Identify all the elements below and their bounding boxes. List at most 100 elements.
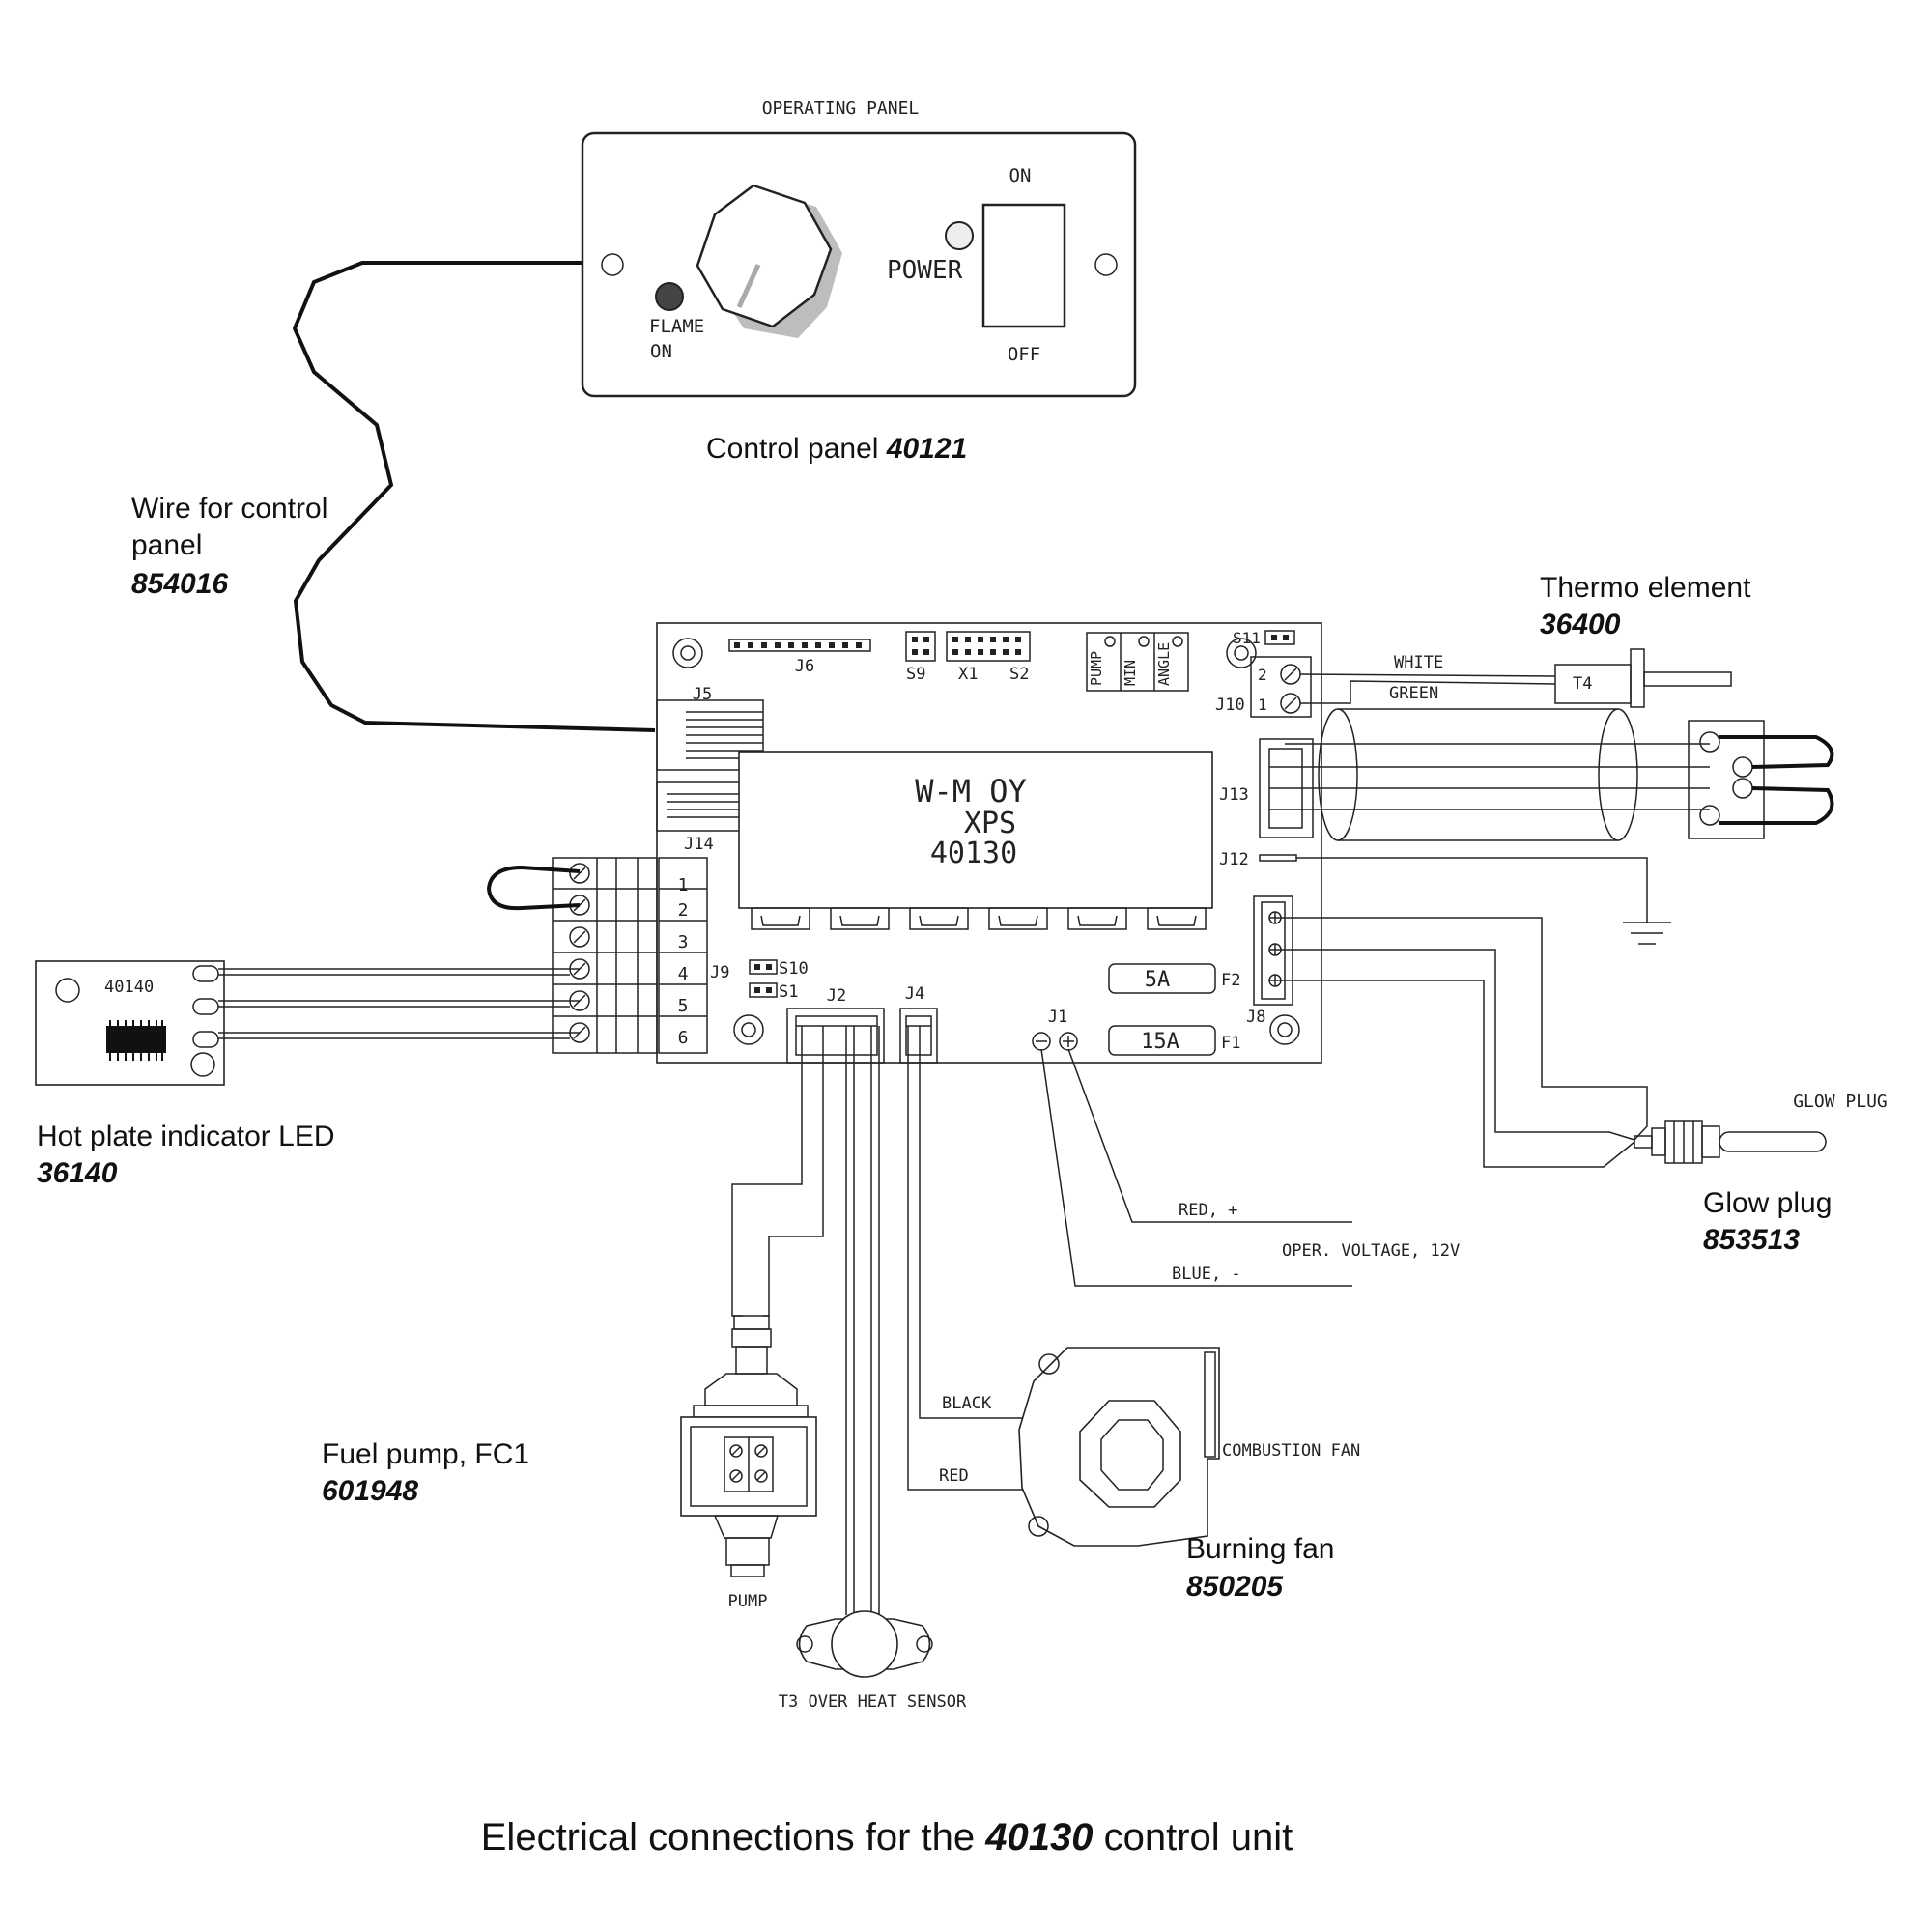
flame-on-label: ON bbox=[650, 341, 672, 362]
j9-terminal-1: 1 bbox=[678, 875, 689, 895]
fuse-f2[interactable] bbox=[1108, 963, 1216, 994]
min-trimmer[interactable] bbox=[1138, 636, 1150, 647]
j8-connector bbox=[1253, 895, 1293, 1006]
mount-hole-icon bbox=[55, 978, 80, 1003]
fuel-pump-caption: Fuel pump, FC1 bbox=[322, 1438, 529, 1470]
wire-caption-line1: Wire for control bbox=[131, 493, 327, 525]
f1-label: F1 bbox=[1221, 1034, 1240, 1053]
control-panel-caption: Control panel 40121 bbox=[706, 433, 967, 465]
led-module-board bbox=[35, 960, 225, 1086]
x1-label: X1 bbox=[958, 665, 978, 684]
flame-label: FLAME bbox=[649, 316, 704, 337]
j9-number-column bbox=[658, 857, 708, 1054]
j12-label: J12 bbox=[1219, 850, 1249, 869]
s9-jumper[interactable] bbox=[905, 631, 936, 662]
j10-pin1: 1 bbox=[1258, 696, 1267, 714]
board-hole-icon bbox=[1269, 1014, 1300, 1045]
j4-connector bbox=[899, 1008, 938, 1064]
overheat-sensor-label: T3 OVER HEAT SENSOR bbox=[779, 1692, 967, 1712]
led-pad bbox=[192, 1031, 219, 1048]
f2-label: F2 bbox=[1221, 971, 1240, 990]
fuel-pump-part-number: 601948 bbox=[322, 1475, 418, 1507]
temperature-knob[interactable] bbox=[696, 184, 833, 328]
control-board: J6 S9 X1 S2 PUMP MIN ANGLE S11 bbox=[552, 622, 1322, 1064]
j6-pins bbox=[734, 642, 862, 648]
board-hole-icon bbox=[672, 638, 703, 668]
j9-terminal-3: 3 bbox=[678, 932, 689, 952]
wire-part-number: 854016 bbox=[131, 568, 228, 600]
figure-caption: Electrical connections for the 40130 con… bbox=[481, 1816, 1293, 1859]
s2-label: S2 bbox=[1009, 665, 1029, 684]
j9-terminal-6: 6 bbox=[678, 1028, 689, 1048]
s1-label: S1 bbox=[779, 982, 798, 1002]
switch-off-label: OFF bbox=[1008, 344, 1040, 365]
j9-label: J9 bbox=[710, 963, 729, 982]
j10-terminal-block bbox=[1250, 656, 1312, 718]
j14-label: J14 bbox=[684, 835, 714, 854]
operating-panel: OPERATING PANEL FLAME ON POWER ON OFF bbox=[581, 99, 1137, 398]
thermo-probe bbox=[1643, 671, 1732, 687]
s11-jumper[interactable] bbox=[1264, 630, 1295, 645]
thermo-t4-label: T4 bbox=[1573, 674, 1592, 694]
j10-label: J10 bbox=[1215, 696, 1245, 715]
indicator-led-icon bbox=[190, 1052, 215, 1077]
heating-loop-bottom bbox=[1719, 786, 1834, 825]
j2-connector bbox=[786, 1008, 885, 1064]
s10-label: S10 bbox=[779, 959, 809, 979]
module-model: XPS bbox=[964, 807, 1016, 840]
glow-plug-part-number: 853513 bbox=[1703, 1224, 1800, 1256]
mount-hole-icon bbox=[601, 253, 624, 276]
trimmer-block bbox=[1086, 632, 1189, 692]
ground-wire bbox=[1296, 857, 1648, 923]
pump-trimmer[interactable] bbox=[1104, 636, 1116, 647]
burning-fan-caption: Burning fan bbox=[1186, 1533, 1334, 1565]
min-pot-label: MIN bbox=[1122, 660, 1139, 686]
power-switch[interactable] bbox=[981, 203, 1066, 328]
thermo-white-wire bbox=[1299, 673, 1556, 677]
j9-terminal-5: 5 bbox=[678, 996, 689, 1016]
fan-black-label: BLACK bbox=[942, 1394, 992, 1413]
fuel-pump bbox=[680, 1315, 817, 1577]
module-number: 40130 bbox=[930, 837, 1017, 870]
j13-label: J13 bbox=[1219, 785, 1249, 805]
thermo-green-wire bbox=[1300, 680, 1556, 704]
pump-pot-label: PUMP bbox=[1088, 651, 1105, 686]
overheat-sensor bbox=[796, 1610, 933, 1678]
led-caption: Hot plate indicator LED bbox=[37, 1121, 335, 1152]
wire-caption-line2: panel bbox=[131, 529, 202, 561]
j4-label: J4 bbox=[905, 984, 924, 1004]
led-module-wires bbox=[218, 968, 580, 1039]
pump-label: PUMP bbox=[728, 1592, 768, 1611]
led-module: 40140 bbox=[35, 960, 225, 1086]
switch-on-label: ON bbox=[1009, 165, 1032, 186]
blue-negative-label: BLUE, - bbox=[1172, 1264, 1241, 1284]
knob-pointer bbox=[736, 263, 761, 309]
x1-header bbox=[946, 631, 1031, 662]
thermo-green-label: GREEN bbox=[1389, 684, 1438, 703]
operating-voltage-label: OPER. VOLTAGE, 12V bbox=[1282, 1241, 1460, 1261]
power-led-icon bbox=[945, 221, 974, 250]
board-hole-icon bbox=[733, 1014, 764, 1045]
board-hole-icon bbox=[1226, 638, 1257, 668]
s11-label: S11 bbox=[1233, 629, 1261, 647]
j9-terminal-4: 4 bbox=[678, 964, 689, 984]
glow-plug-caption: Glow plug bbox=[1703, 1187, 1832, 1219]
thermo-element-body bbox=[1554, 664, 1632, 704]
power-wires bbox=[1040, 1048, 1352, 1287]
fuse-f1[interactable] bbox=[1108, 1025, 1216, 1056]
j5-label: J5 bbox=[693, 685, 712, 704]
glow-plug bbox=[1634, 1120, 1827, 1164]
fuse-f1-rating: 15A bbox=[1141, 1030, 1179, 1054]
s1-jumper[interactable] bbox=[749, 982, 778, 998]
fan-red-label: RED bbox=[939, 1466, 969, 1486]
overheat-sensor-wires bbox=[845, 1026, 880, 1615]
relay-row bbox=[751, 907, 1207, 930]
thermo-part-number: 36400 bbox=[1540, 609, 1621, 640]
thermo-caption: Thermo element bbox=[1540, 572, 1751, 604]
fuel-pump-wires bbox=[731, 1026, 824, 1317]
angle-pot-label: ANGLE bbox=[1155, 642, 1173, 686]
angle-trimmer[interactable] bbox=[1172, 636, 1183, 647]
s10-jumper[interactable] bbox=[749, 959, 778, 975]
glow-plug-wires bbox=[1281, 917, 1648, 1168]
led-pad bbox=[192, 965, 219, 982]
